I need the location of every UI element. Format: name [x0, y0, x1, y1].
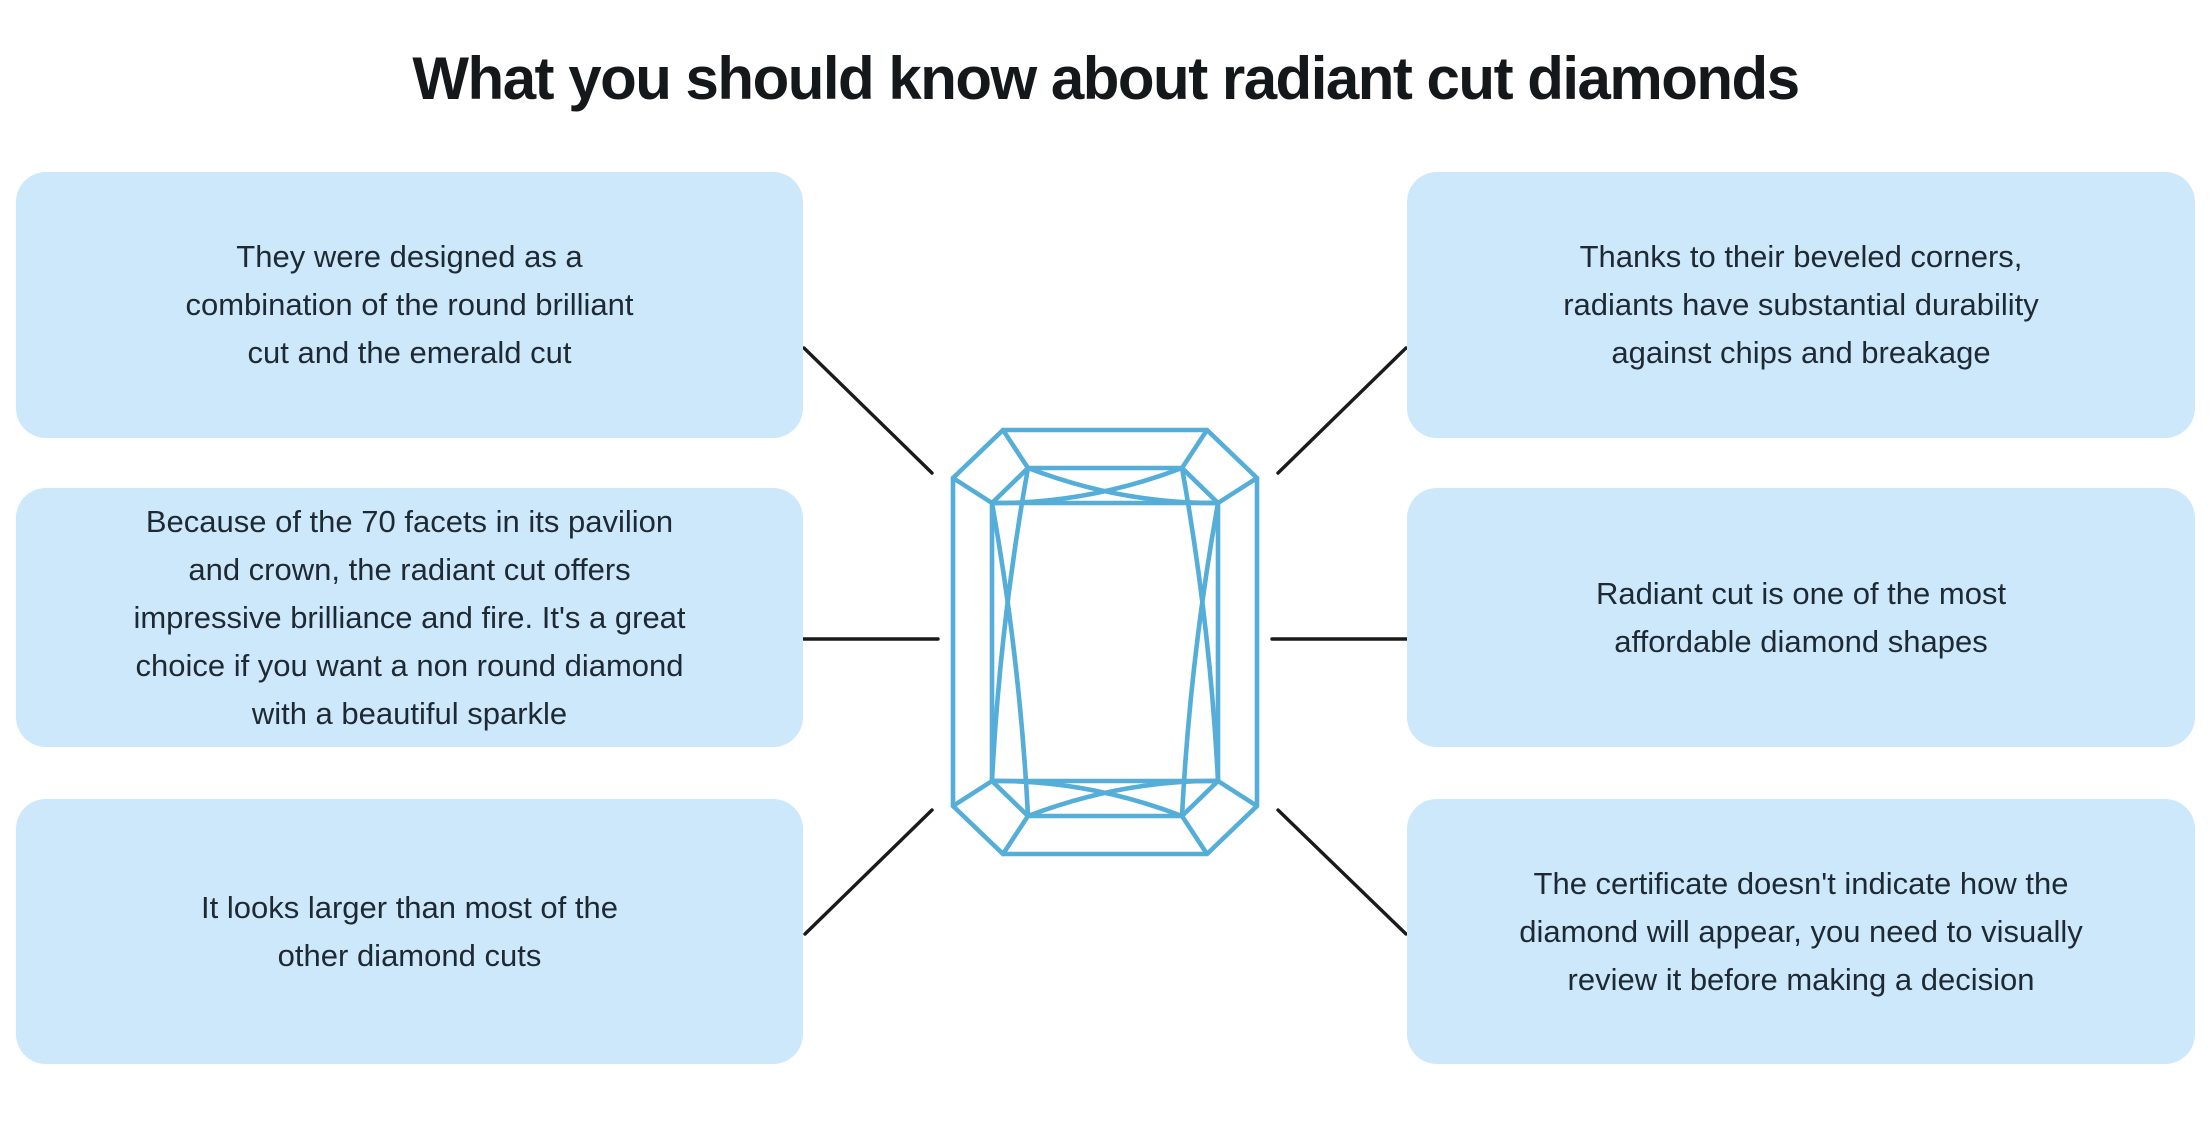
- page-title: What you should know about radiant cut d…: [412, 45, 1800, 112]
- connector-bottom-right: [1276, 808, 1408, 936]
- fact-card-right-1-text: Thanks to their beveled corners, radiant…: [1563, 239, 2039, 370]
- connector-lines: [801, 346, 1409, 936]
- fact-card-right-3: The certificate doesn't indicate how the…: [1407, 799, 2195, 1064]
- connector-top-left: [802, 346, 934, 475]
- fact-card-right-2: Radiant cut is one of the most affordabl…: [1407, 488, 2195, 747]
- connector-bottom-left: [803, 808, 934, 936]
- fact-card-left-2: Because of the 70 facets in its pavilion…: [16, 488, 803, 747]
- fact-card-left-1-text: They were designed as a combination of t…: [185, 239, 634, 370]
- fact-card-left-3-text: It looks larger than most of the other d…: [201, 889, 618, 973]
- fact-card-left-2-text: Because of the 70 facets in its pavilion…: [133, 503, 686, 731]
- fact-card-right-1: Thanks to their beveled corners, radiant…: [1407, 172, 2195, 438]
- connector-top-right: [1276, 346, 1408, 475]
- radiant-cut-diamond-icon: [950, 427, 1260, 857]
- fact-card-right-3-text: The certificate doesn't indicate how the…: [1519, 865, 2083, 997]
- fact-card-left-1: They were designed as a combination of t…: [16, 172, 803, 438]
- fact-card-right-2-text: Radiant cut is one of the most affordabl…: [1595, 575, 2007, 659]
- fact-card-left-3: It looks larger than most of the other d…: [16, 799, 803, 1064]
